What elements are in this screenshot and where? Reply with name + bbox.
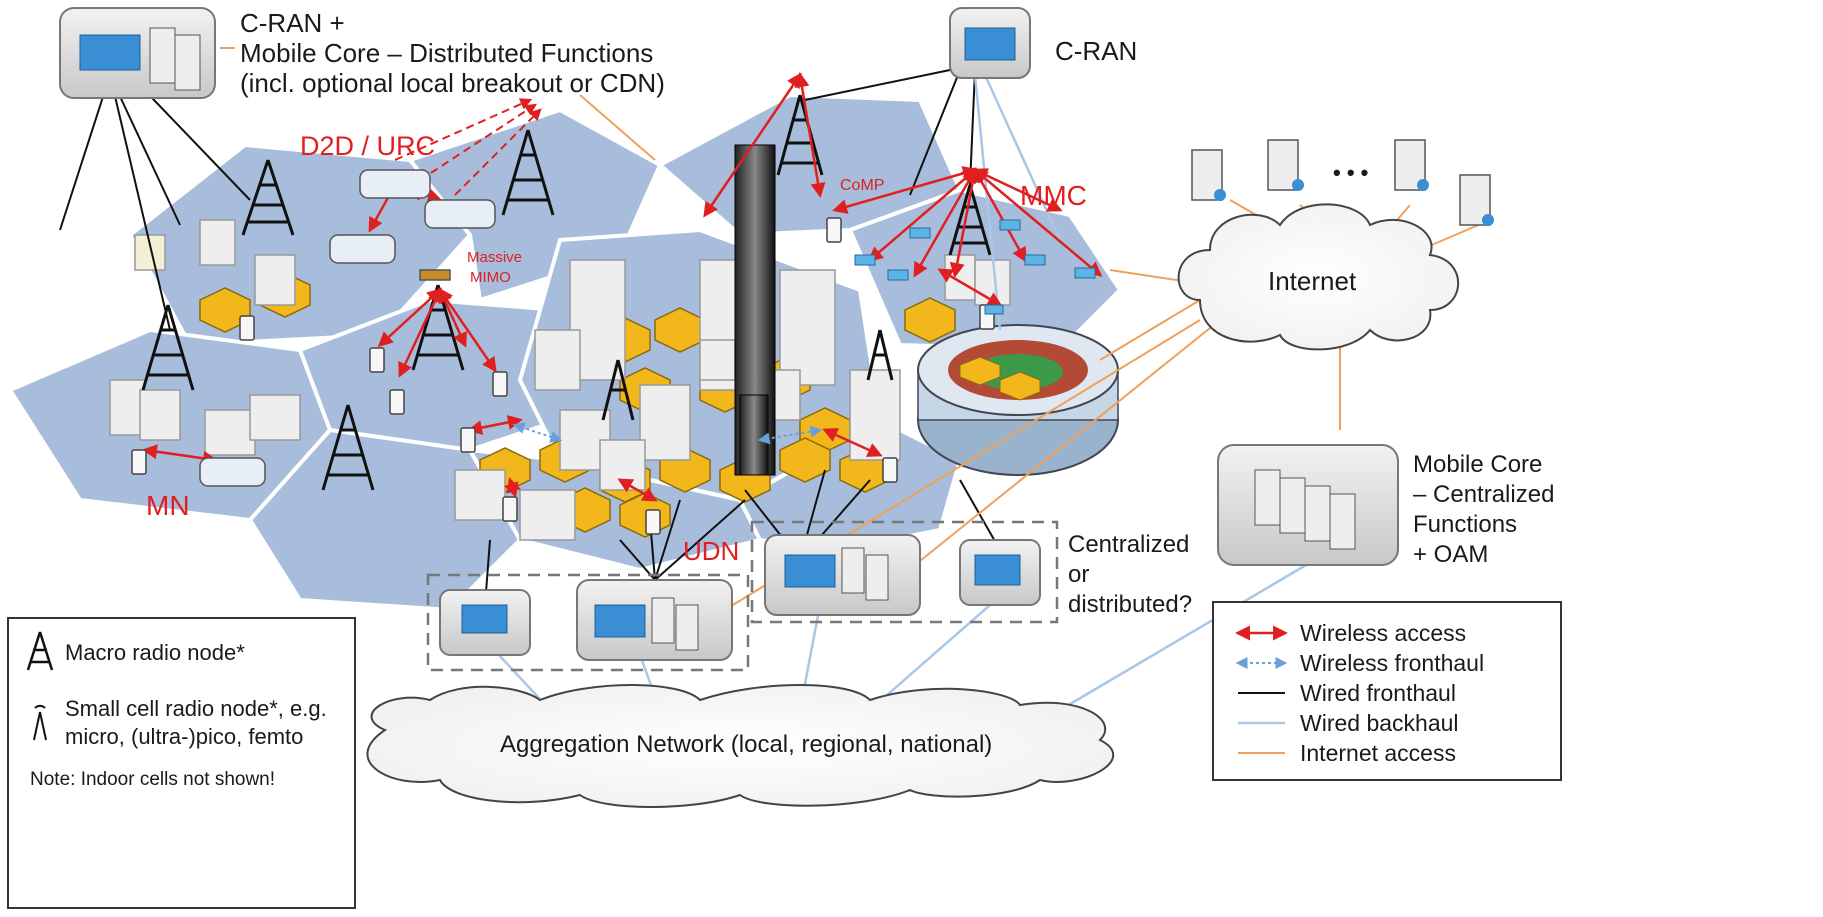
mmc-sensors [854, 219, 1096, 315]
internet-label: Internet [1268, 266, 1357, 296]
legend-item-label: Wired fronthaul [1300, 680, 1456, 706]
massive-mimo-label-2: MIMO [470, 269, 511, 286]
legend-right: Wireless access Wireless fronthaul Wired… [1212, 601, 1562, 781]
legend-item-label: Internet access [1300, 740, 1456, 766]
aggregation-cloud [366, 684, 1115, 808]
legend-item-label: Wireless fronthaul [1300, 650, 1484, 676]
vehicles [199, 169, 496, 487]
mmc-label: MMC [1020, 180, 1087, 211]
aggregation-label: Aggregation Network (local, regional, na… [500, 731, 992, 758]
equipment-boxes [59, 7, 1399, 661]
mobile-core-label-4: + OAM [1413, 541, 1488, 568]
mobile-core-label-2: – Centralized [1413, 481, 1554, 508]
cran-mobile-label-1: C-RAN + [240, 8, 345, 38]
internet-servers [1191, 139, 1491, 226]
legend-item-label: Wired backhaul [1300, 710, 1459, 736]
d2d-dashed-arrows [394, 98, 542, 196]
small-cell-icon [33, 704, 47, 741]
d2d-urc-label: D2D / URC [300, 131, 435, 161]
more-servers-dots: • • • [1333, 160, 1368, 185]
legend-small-label-2: micro, (ultra-)pico, femto [65, 724, 303, 749]
mn-label: MN [146, 490, 190, 521]
grouping-boxes [426, 520, 1059, 672]
central-label-2: or [1068, 561, 1089, 588]
mobile-core-label-1: Mobile Core [1413, 451, 1542, 478]
central-label-1: Centralized [1068, 531, 1189, 558]
central-label-3: distributed? [1068, 591, 1192, 618]
internet-cloud [1177, 203, 1460, 351]
legend-macro-label: Macro radio node* [65, 640, 245, 665]
skyscrapers [734, 144, 776, 476]
wireless-fronthaul-arrows [512, 422, 823, 445]
cran-right-label: C-RAN [1055, 36, 1137, 66]
cran-mobile-label-2: Mobile Core – Distributed Functions [240, 38, 653, 68]
legend-left: Macro radio node* Small cell radio node*… [7, 617, 356, 909]
legend-item-label: Wireless access [1300, 620, 1466, 646]
massive-mimo-label-1: Massive [467, 249, 522, 266]
legend-small-label-1: Small cell radio node*, e.g. [65, 696, 327, 721]
udn-label: UDN [683, 536, 739, 566]
macro-node-icon [26, 631, 54, 671]
mobile-core-label-3: Functions [1413, 511, 1517, 538]
comp-label: CoMP [840, 177, 884, 194]
stadium [917, 324, 1119, 476]
user-devices [131, 217, 995, 535]
legend-note: Note: Indoor cells not shown! [30, 769, 275, 790]
cran-mobile-label-3: (incl. optional local breakout or CDN) [240, 68, 665, 98]
wireless-access-arrows [142, 72, 1103, 502]
